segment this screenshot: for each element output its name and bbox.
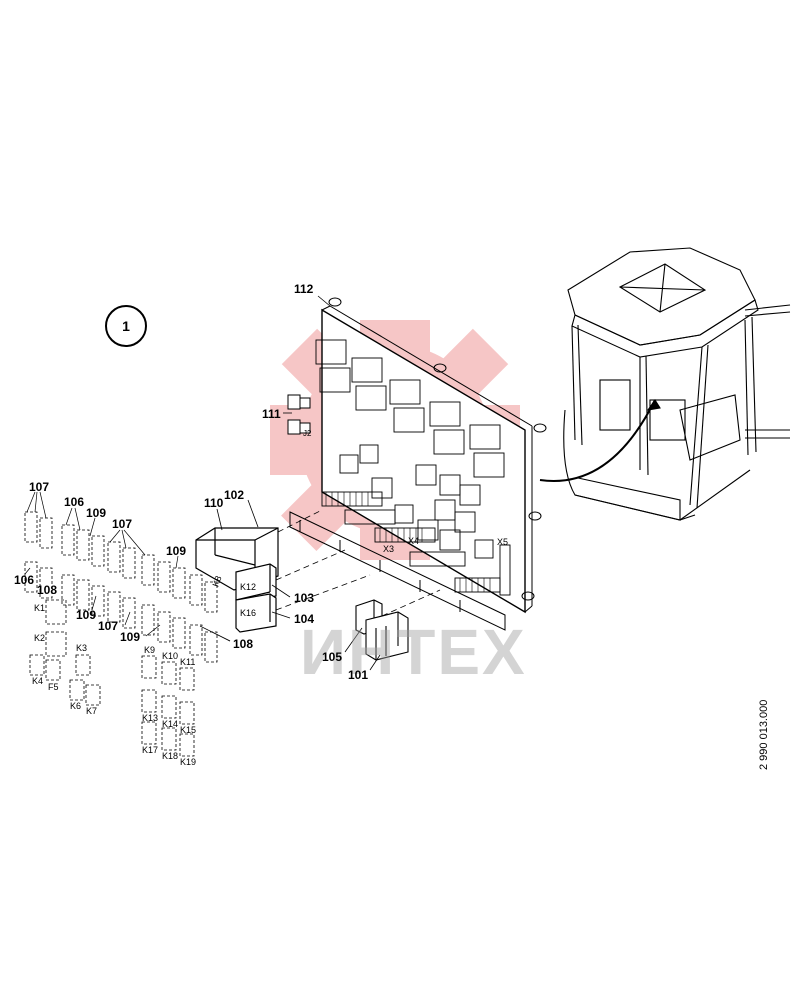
label-k7: K7 [86, 706, 98, 716]
callout-105: 105 [322, 650, 343, 664]
label-k13: K13 [142, 713, 159, 723]
watermark-text: ИНТЕХ [300, 616, 527, 688]
callout-107-b: 107 [112, 517, 133, 531]
label-k16: K16 [240, 608, 257, 618]
label-k19: K19 [180, 757, 197, 767]
callout-111: 111 [262, 407, 281, 421]
callout-107-c: 107 [98, 619, 119, 633]
callout-108-b: 108 [233, 637, 254, 651]
callout-109-b: 109 [166, 544, 187, 558]
main-circuit-board [315, 297, 547, 614]
callout-110: 110 [204, 496, 224, 510]
connector-rail [289, 511, 506, 631]
label-k11: K11 [180, 657, 196, 667]
connector-111 [287, 394, 311, 435]
callout-109-c: 109 [76, 608, 97, 622]
callout-109-a: 109 [86, 506, 107, 520]
callout-102: 102 [224, 488, 245, 502]
callout-106-b: 106 [14, 573, 35, 587]
label-k4: K4 [32, 676, 44, 686]
label-x5: X5 [497, 537, 509, 547]
label-k12: K12 [240, 582, 257, 592]
label-k14: K14 [162, 719, 179, 729]
relay-104 [235, 593, 277, 633]
label-k9: K9 [144, 645, 156, 655]
relay-101 [365, 611, 409, 661]
callout-112: 112 [294, 282, 314, 296]
callout-106-a: 106 [64, 495, 85, 509]
callout-109-d: 109 [120, 630, 141, 644]
label-k3: K3 [76, 643, 88, 653]
callout-leaders [216, 295, 381, 671]
view-number: 1 [122, 318, 130, 334]
label-k15: K15 [180, 725, 197, 735]
leader-lines [275, 509, 441, 617]
label-x3: X3 [383, 544, 395, 554]
view-number-circle: 1 [105, 305, 147, 347]
label-k17: K17 [142, 745, 159, 755]
grid-callout-leaders [24, 491, 231, 642]
callout-101: 101 [348, 668, 369, 682]
label-k6: K6 [70, 701, 82, 711]
label-x4: X4 [408, 536, 420, 546]
callout-108-a: 108 [37, 583, 58, 597]
callout-103: 103 [294, 591, 315, 605]
callout-104: 104 [294, 612, 315, 626]
label-k2: K2 [34, 633, 46, 643]
label-k10: K10 [162, 651, 179, 661]
drawing-number: 2 990 013.000 [758, 699, 770, 770]
label-j2: J2 [303, 429, 312, 438]
callout-107-a: 107 [29, 480, 50, 494]
cab-illustration [539, 247, 791, 521]
label-k5: F5 [48, 682, 59, 692]
label-k1: K1 [34, 603, 46, 613]
label-k18: K18 [162, 751, 179, 761]
fuse-layout-grid [24, 511, 218, 757]
